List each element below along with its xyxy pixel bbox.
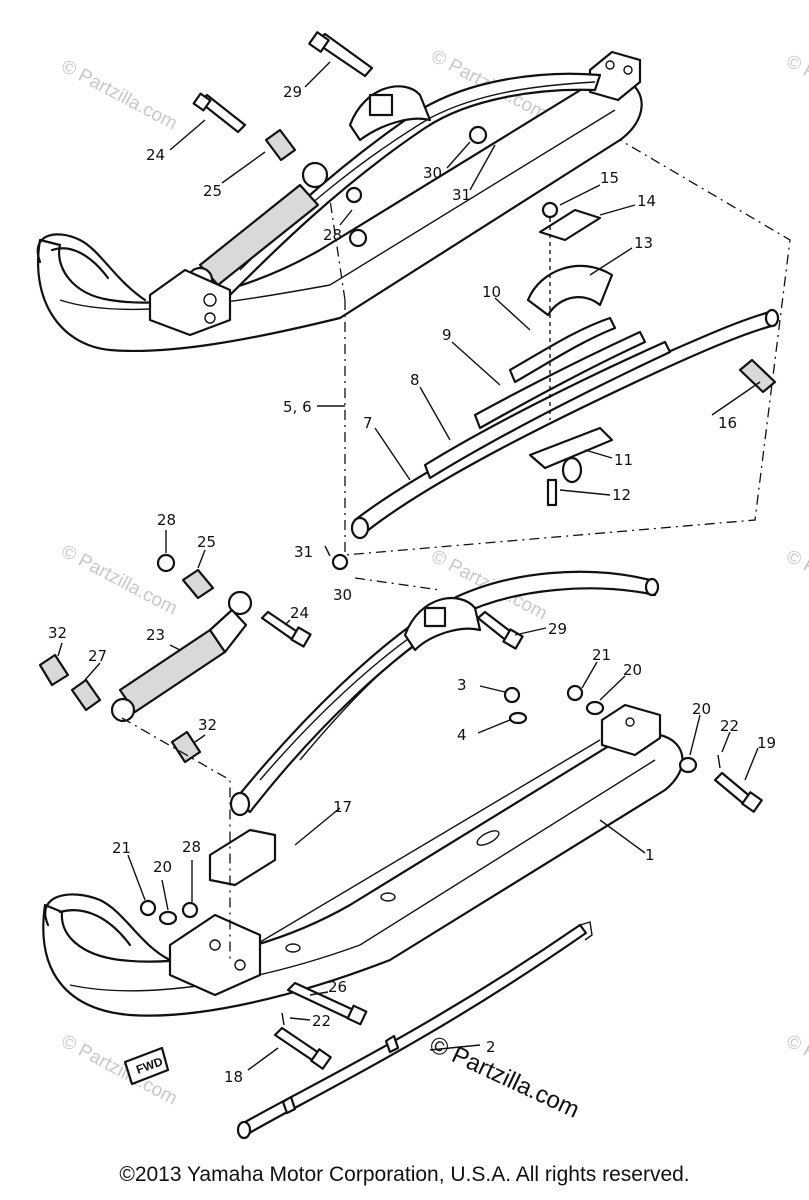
callout-28: 28 xyxy=(323,226,342,244)
watermark-text: © Partzilla.com xyxy=(783,51,809,130)
callout-8: 8 xyxy=(410,371,420,389)
callout-7: 7 xyxy=(363,414,373,432)
callout-27: 27 xyxy=(88,647,107,665)
callout-31: 31 xyxy=(452,186,471,204)
lower-leaf-spring xyxy=(229,570,660,817)
callout-9: 9 xyxy=(442,326,452,344)
callout-15: 15 xyxy=(600,169,619,187)
callout-21: 21 xyxy=(112,839,131,857)
leader-lines xyxy=(57,61,761,1071)
pin-22-right xyxy=(717,754,721,769)
callout-17: 17 xyxy=(333,798,352,816)
callout-25: 25 xyxy=(197,533,216,551)
leaf-spring-exploded xyxy=(350,201,780,540)
callout-23: 23 xyxy=(146,626,165,644)
collar-25 xyxy=(181,568,215,600)
partzilla-watermark: © Partzilla.com xyxy=(425,1031,583,1124)
lower-ski-loop xyxy=(44,893,172,962)
collar-32-right xyxy=(170,730,202,764)
callout-20: 20 xyxy=(153,858,172,876)
callout-19: 19 xyxy=(757,734,776,752)
watermark-text: © Partzilla.com xyxy=(58,56,181,135)
callout-24: 24 xyxy=(146,146,165,164)
copyright-notice: ©2013 Yamaha Motor Corporation, U.S.A. A… xyxy=(119,1163,690,1186)
callout-16: 16 xyxy=(718,414,737,432)
nut-28-upper xyxy=(348,228,368,248)
callout-18: 18 xyxy=(224,1068,243,1086)
watermark-text: © Partzilla.com xyxy=(783,546,809,625)
callout-20: 20 xyxy=(623,661,642,679)
callout-32: 32 xyxy=(198,716,217,734)
nut-3 xyxy=(503,686,521,704)
lower-ski-assembly xyxy=(42,703,684,1017)
callout-26: 26 xyxy=(328,978,347,996)
nut-30-upper xyxy=(468,125,488,145)
callout-4: 4 xyxy=(457,726,467,744)
collar-27 xyxy=(70,678,102,712)
upper-ski-body xyxy=(37,76,643,353)
callout-22: 22 xyxy=(312,1012,331,1030)
callout-29: 29 xyxy=(548,620,567,638)
leaf-9 xyxy=(473,330,647,430)
leaf-8 xyxy=(423,340,672,480)
callout-24: 24 xyxy=(290,604,309,622)
fwd-arrow-tag xyxy=(123,1046,170,1086)
wear-bar-2 xyxy=(238,923,588,1137)
washer-20-right xyxy=(585,700,605,716)
upper-leaf-spring xyxy=(208,72,602,302)
nut-15 xyxy=(541,201,559,219)
plate-14 xyxy=(538,208,602,242)
spring-clamp-13 xyxy=(526,264,614,317)
nut-28 xyxy=(156,553,176,573)
callout-11: 11 xyxy=(614,451,633,469)
shock-absorber-23 xyxy=(118,628,227,714)
nut-21-right xyxy=(566,684,584,702)
bolt-12 xyxy=(546,478,558,507)
callout-3: 3 xyxy=(457,676,467,694)
callout-1: 1 xyxy=(645,846,655,864)
callout-10: 10 xyxy=(482,283,501,301)
nut-28-lower xyxy=(181,901,199,919)
callout-13: 13 xyxy=(634,234,653,252)
washer-4 xyxy=(508,711,528,725)
callout-30: 30 xyxy=(333,586,352,604)
callout-20: 20 xyxy=(692,700,711,718)
upper-loose-parts xyxy=(192,31,488,248)
lower-loose-parts: FWD xyxy=(38,545,763,1140)
nut-30 xyxy=(331,553,349,571)
collar-25-upper xyxy=(264,128,297,162)
callout-22: 22 xyxy=(720,717,739,735)
upper-ski-assembly xyxy=(36,50,643,353)
watermark-text: © Partzilla.com xyxy=(783,1031,809,1110)
washer-20-far xyxy=(678,756,698,774)
leaf-10 xyxy=(508,316,617,384)
callout-30: 30 xyxy=(423,164,442,182)
washer-20-left xyxy=(158,910,178,926)
collar-32-left xyxy=(38,653,70,687)
callout-5-6: 5, 6 xyxy=(283,398,312,416)
callout-2: 2 xyxy=(486,1038,496,1056)
lower-ski-body xyxy=(42,731,684,1017)
upper-ski-loop xyxy=(36,233,147,302)
plate-11 xyxy=(528,426,614,470)
pin-22-left xyxy=(281,1012,285,1026)
exploded-view-boundary xyxy=(344,139,791,556)
callout-21: 21 xyxy=(592,646,611,664)
callout-25: 25 xyxy=(203,182,222,200)
watermark-text: © Partzilla.com xyxy=(58,541,181,620)
callout-labels: 29 24 25 30 31 28 15 14 13 10 9 8 7 5, 6… xyxy=(48,83,776,1086)
callout-29: 29 xyxy=(283,83,302,101)
callout-31: 31 xyxy=(294,543,313,561)
callout-28: 28 xyxy=(182,838,201,856)
callout-32: 32 xyxy=(48,624,67,642)
callout-12: 12 xyxy=(612,486,631,504)
bracket-17 xyxy=(208,828,277,887)
callout-14: 14 xyxy=(637,192,656,210)
callout-28: 28 xyxy=(157,511,176,529)
collar-16 xyxy=(738,358,777,394)
nut-21-left xyxy=(139,899,157,917)
